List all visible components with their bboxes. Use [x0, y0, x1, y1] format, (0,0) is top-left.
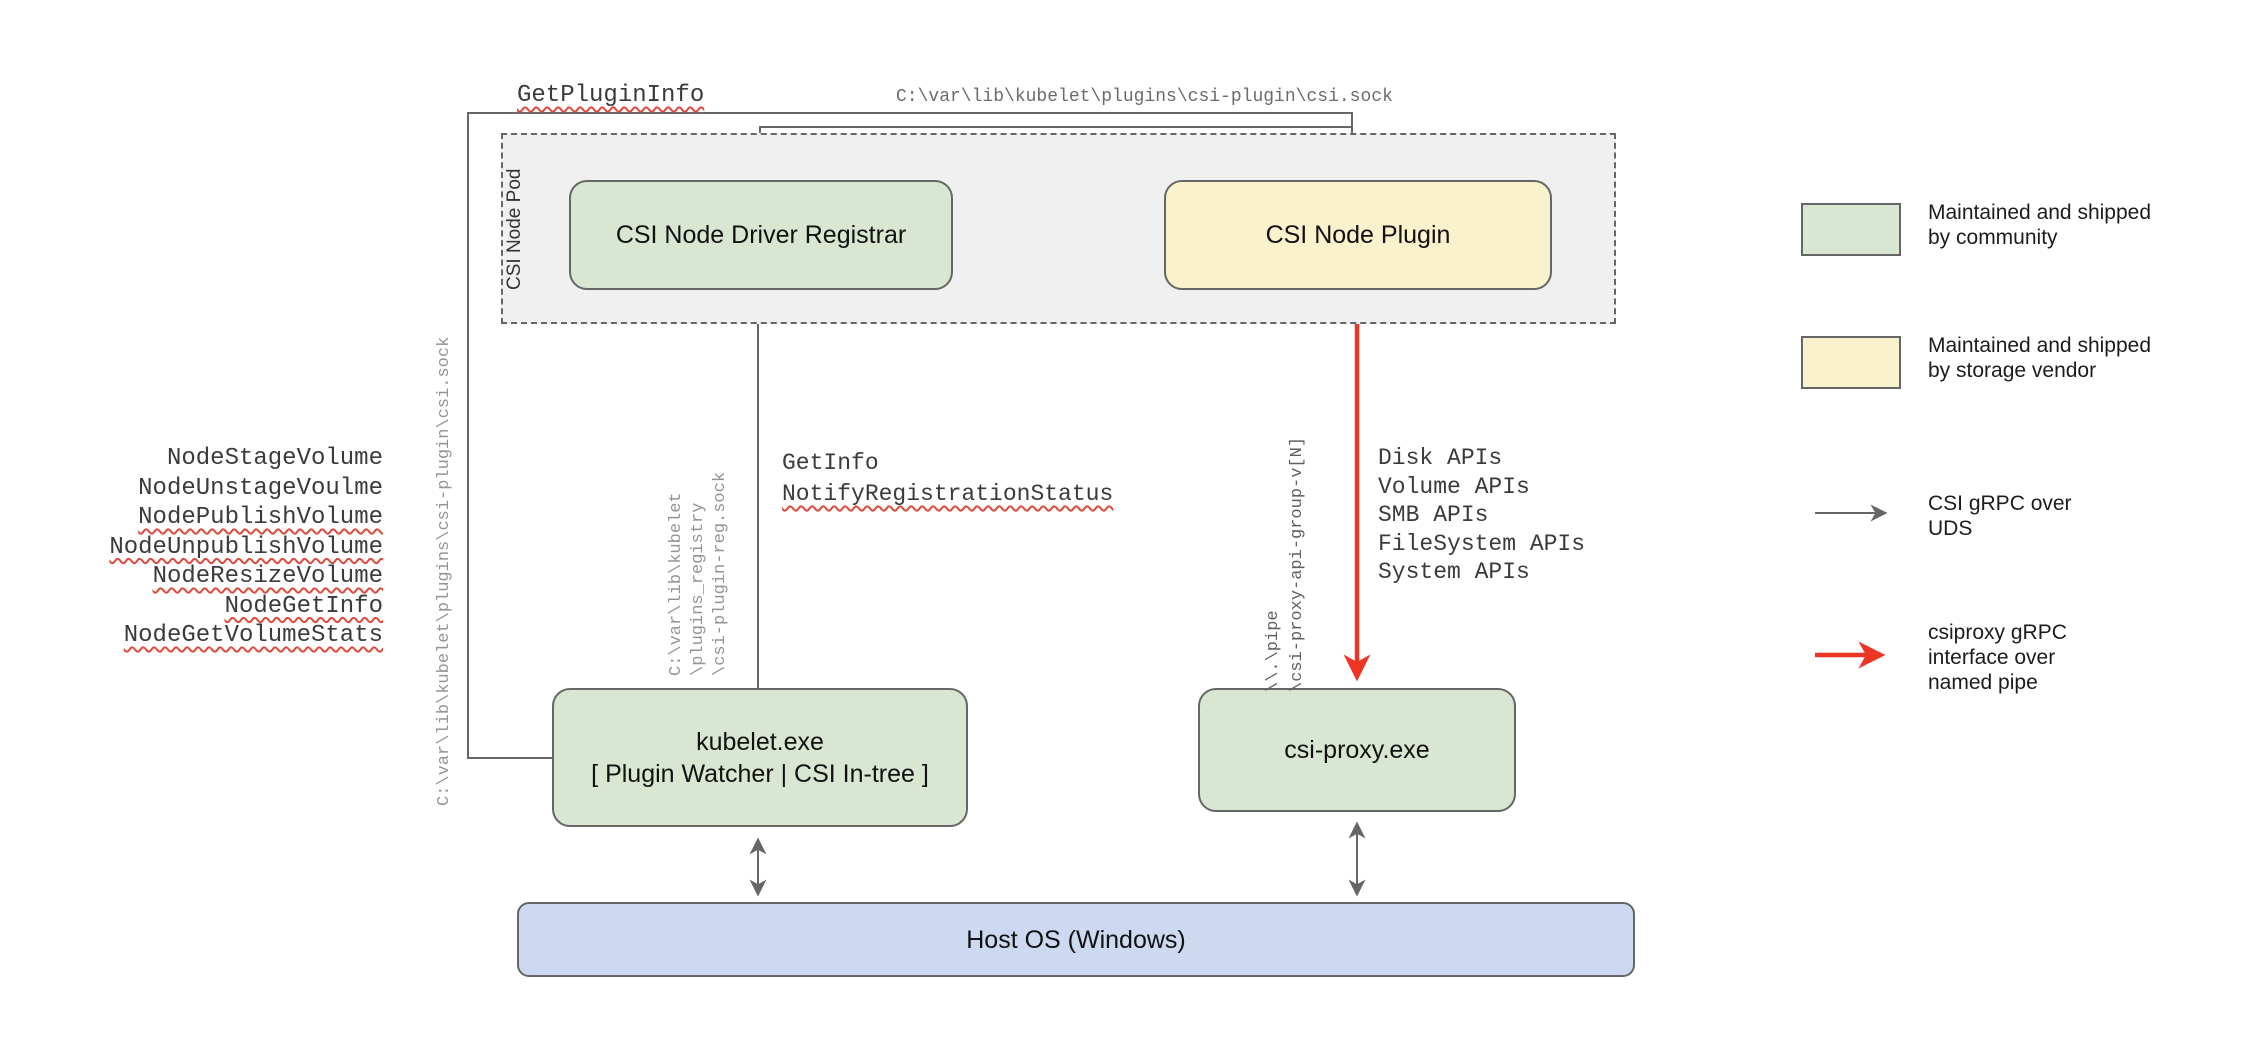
api-list-item: System APIs — [1378, 559, 1530, 585]
legend-community-swatch — [1801, 203, 1901, 256]
csi-node-pod-label: CSI Node Pod — [504, 168, 525, 290]
legend-vendor-line: Maintained and shipped — [1928, 334, 2152, 357]
legend-uds-label: CSI gRPC over UDS — [1928, 491, 2072, 541]
node-method-list: NodeStageVolume NodeUnstageVoulme NodePu… — [83, 444, 383, 651]
csi-proxy-label: csi-proxy.exe — [1284, 736, 1430, 764]
host-os-box: Host OS (Windows) — [517, 902, 1635, 977]
legend-community-line: by community — [1928, 226, 2058, 249]
node-method-item: NodePublishVolume — [138, 504, 383, 531]
legend-namedpipe-line: csiproxy gRPC — [1928, 621, 2067, 644]
node-method-item: NodeGetInfo — [224, 592, 383, 620]
registry-socket-path-label: C:\var\lib\kubelet \plugins_registry \cs… — [666, 472, 732, 676]
csi-proxy-api-list: Disk APIs Volume APIs SMB APIs FileSyste… — [1378, 444, 1585, 587]
get-plugin-info-label: GetPluginInfo — [517, 82, 705, 109]
registry-socket-path-line: C:\var\lib\kubelet — [667, 492, 686, 676]
node-method-item: NodeUnpublishVolume — [109, 533, 383, 561]
legend-uds-line: UDS — [1928, 517, 1973, 540]
csi-node-plugin-box: CSI Node Plugin — [1164, 180, 1552, 290]
kubelet-label-line1: kubelet.exe — [696, 727, 824, 756]
kubelet-label-line2: [ Plugin Watcher | CSI In-tree ] — [591, 759, 929, 788]
legend-vendor-line: by storage vendor — [1928, 359, 2097, 382]
node-method-item: NodeResizeVolume — [152, 563, 383, 590]
node-method-item: NodeGetVolumeStats — [123, 622, 383, 649]
api-list-item: Disk APIs — [1378, 445, 1503, 471]
api-list-item: SMB APIs — [1378, 502, 1489, 528]
legend-community-line: Maintained and shipped — [1928, 201, 2152, 224]
legend-namedpipe-label: csiproxy gRPC interface over named pipe — [1928, 620, 2067, 695]
csi-node-plugin-label: CSI Node Plugin — [1265, 221, 1451, 249]
registry-socket-path-line: \plugins_registry — [689, 502, 708, 676]
left-socket-path-label: C:\var\lib\kubelet\plugins\csi-plugin\cs… — [435, 336, 454, 806]
csi-proxy-box: csi-proxy.exe — [1198, 688, 1516, 812]
registry-socket-path-line: \csi-plugin-reg.sock — [711, 471, 730, 676]
legend-namedpipe-line: named pipe — [1928, 671, 2038, 694]
named-pipe-path-line: \csi-proxy-api-group-v[N] — [1288, 436, 1307, 692]
uds-kubelet-to-plugin-line — [467, 112, 1361, 759]
legend-vendor-swatch — [1801, 336, 1901, 389]
top-socket-path-label: C:\var\lib\kubelet\plugins\csi-plugin\cs… — [896, 87, 1393, 107]
notify-registration-status-label: NotifyRegistrationStatus — [782, 481, 1114, 507]
kubelet-box: kubelet.exe [ Plugin Watcher | CSI In-tr… — [552, 688, 968, 827]
get-info-label: GetInfo — [782, 450, 879, 476]
api-list-item: Volume APIs — [1378, 473, 1530, 500]
legend-community-label: Maintained and shipped by community — [1928, 200, 2151, 250]
host-os-label: Host OS (Windows) — [966, 925, 1186, 954]
legend-uds-line: CSI gRPC over — [1928, 492, 2072, 515]
legend-vendor-label: Maintained and shipped by storage vendor — [1928, 333, 2151, 383]
named-pipe-path-line: \\.\pipe — [1264, 610, 1283, 692]
api-list-item: FileSystem APIs — [1378, 530, 1586, 557]
csi-node-driver-registrar-box: CSI Node Driver Registrar — [569, 180, 953, 290]
named-pipe-path-label: \\.\pipe \csi-proxy-api-group-v[N] — [1262, 437, 1310, 692]
legend-namedpipe-line: interface over — [1928, 646, 2056, 669]
csi-node-driver-registrar-label: CSI Node Driver Registrar — [615, 221, 907, 249]
node-method-item: NodeStageVolume — [166, 445, 383, 472]
node-method-item: NodeUnstageVoulme — [138, 474, 383, 502]
